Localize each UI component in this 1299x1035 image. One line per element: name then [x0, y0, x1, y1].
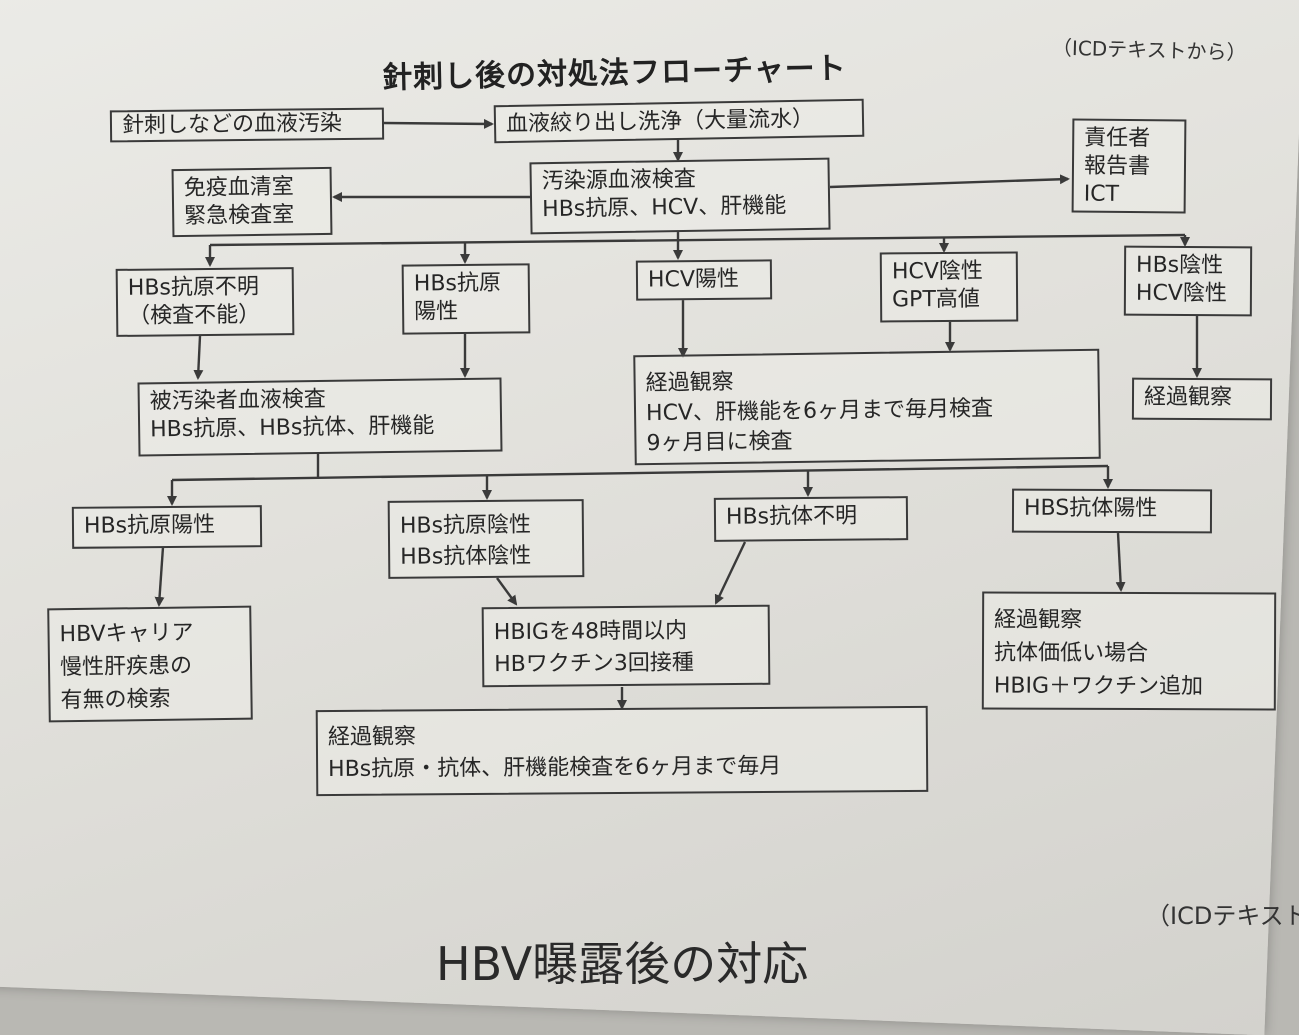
node-hcv-negative-gpt: HCV陰性 GPT高値	[879, 251, 1019, 323]
node-line: HBs抗原陰性	[399, 512, 532, 539]
node-line: 報告書	[1083, 153, 1151, 180]
source-note: （ICDテキストから）	[1051, 35, 1247, 65]
arrow-abpos-followup	[1115, 532, 1126, 592]
arrow-bothneg-hbig	[496, 577, 518, 606]
node-line: HBIGを48時間以内	[493, 618, 688, 646]
flowchart: 針刺し後の対処法フローチャート （ICDテキストから） 針刺しなどの血液汚染 血…	[47, 35, 1299, 991]
arrow-unknown-victim	[193, 335, 204, 380]
node-hcv-positive: HCV陽性	[635, 259, 773, 301]
node-result-both-negative: HBs抗原陰性 HBs抗体陰性	[387, 499, 585, 579]
node-hbv-carrier: HBVキャリア 慢性肝疾患の 有無の検索	[47, 605, 253, 723]
node-line: （検査不能）	[128, 302, 261, 329]
node-hbig-vaccine: HBIGを48時間以内 HBワクチン3回接種	[481, 604, 771, 688]
node-line: HBS抗体陽性	[1023, 495, 1158, 522]
node-line: HBs陰性	[1136, 252, 1224, 279]
node-followup-simple: 経過観察	[1131, 377, 1273, 421]
node-line: 9ヶ月目に検査	[646, 429, 793, 457]
node-line: HBs抗体不明	[725, 503, 858, 530]
node-immuno-lab: 免疫血清室 緊急検査室	[171, 166, 333, 238]
node-report: 責任者 報告書 ICT	[1071, 118, 1187, 214]
page-title: 針刺し後の対処法フローチャート	[381, 51, 848, 96]
node-hbs-hcv-negative: HBs陰性 HCV陰性	[1123, 245, 1253, 317]
arrow-abunknown-hbig	[714, 541, 747, 605]
node-line: HBs抗原陽性	[83, 512, 216, 539]
node-line: 陽性	[414, 299, 459, 325]
node-line: 経過観察	[327, 724, 416, 751]
node-line: HBワクチン3回接種	[494, 650, 694, 678]
node-line: 免疫血清室	[183, 174, 294, 201]
node-line: 汚染源血液検査	[541, 166, 696, 195]
node-needlestick: 針刺しなどの血液汚染	[109, 107, 385, 143]
node-line: 経過観察	[994, 607, 1083, 633]
node-line: 慢性肝疾患の	[59, 653, 193, 681]
node-line: HBIG＋ワクチン追加	[993, 673, 1204, 700]
node-line: 針刺しなどの血液汚染	[121, 111, 343, 139]
node-line: GPT高値	[892, 286, 980, 313]
node-line: 緊急検査室	[184, 202, 295, 229]
victim-bus	[171, 464, 1109, 482]
arrow-sourcetest-report	[829, 174, 1070, 189]
node-line: HBs抗原、HBs抗体、肝機能	[149, 413, 435, 443]
node-wash: 血液絞り出し洗浄（大量流水）	[493, 98, 865, 144]
node-hbsag-unknown: HBs抗原不明 （検査不能）	[115, 267, 295, 337]
node-final-followup: 経過観察 HBs抗原・抗体、肝機能検査を6ヶ月まで毎月	[315, 705, 929, 797]
node-line: 有無の検索	[60, 686, 171, 714]
node-line: HBs抗原	[413, 270, 502, 297]
node-victim-test: 被汚染者血液検査 HBs抗原、HBs抗体、肝機能	[137, 377, 503, 457]
node-line: HBVキャリア	[59, 620, 194, 648]
node-line: HBs抗体陰性	[400, 543, 532, 570]
node-hbsag-positive: HBs抗原 陽性	[401, 263, 531, 335]
node-result-antibody-positive: HBS抗体陽性	[1011, 488, 1213, 534]
next-page-title: HBV曝露後の対応	[436, 937, 809, 991]
node-line: ICT	[1083, 181, 1120, 207]
node-result-hbsag-positive: HBs抗原陽性	[71, 505, 263, 549]
node-line: HBs抗原、HCV、肝機能	[542, 193, 787, 223]
node-antibody-followup: 経過観察 抗体価低い場合 HBIG＋ワクチン追加	[981, 591, 1277, 711]
footer-source-note: （ICDテキスト	[1146, 902, 1299, 930]
node-source-test: 汚染源血液検査 HBs抗原、HCV、肝機能	[529, 157, 831, 235]
node-line: HCV陰性	[891, 258, 983, 285]
node-line: 責任者	[1084, 125, 1151, 152]
node-line: 抗体価低い場合	[993, 640, 1149, 667]
node-line: HBs抗原不明	[127, 274, 260, 301]
branch-bus	[209, 233, 1186, 247]
arrow-needlestick-wash	[383, 118, 494, 129]
node-line: HBs抗原・抗体、肝機能検査を6ヶ月まで毎月	[328, 753, 782, 783]
node-line: HCV陽性	[647, 266, 740, 293]
node-hcv-followup: 経過観察 HCV、肝機能を6ヶ月まで毎月検査 9ヶ月目に検査	[633, 348, 1101, 466]
node-line: 経過観察	[1143, 384, 1233, 411]
node-result-antibody-unknown: HBs抗体不明	[713, 496, 909, 542]
node-line: HCV陰性	[1135, 280, 1227, 307]
arrow-hbsagpos-carrier	[154, 546, 165, 607]
node-line: 血液絞り出し洗浄（大量流水）	[505, 106, 815, 138]
